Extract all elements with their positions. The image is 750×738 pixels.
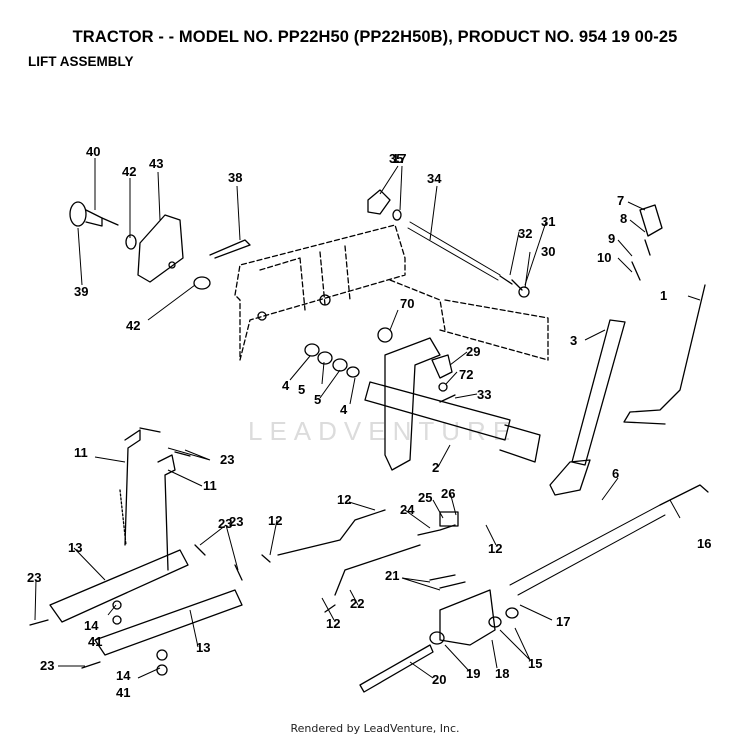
handle-rod-1 [623,284,706,425]
callout-label: 6 [612,466,619,481]
callout-label: 22 [350,596,364,611]
callout-label: 3 [570,333,577,348]
callout-label: 41 [116,685,130,700]
frame-outline [234,224,549,361]
callout-label: 10 [597,250,611,265]
callout-label: 23 [218,516,232,531]
callout-label: 14 [116,668,131,683]
callout-label: 21 [385,568,399,583]
threaded-rod-34 [407,221,501,281]
lift-shaft-2 [364,381,511,441]
callout-label: 4 [282,378,290,393]
callout-label: 4 [340,402,348,417]
callout-label: 26 [441,486,455,501]
callout-label: 31 [541,214,555,229]
callout-label: 18 [495,666,509,681]
grip-7 [639,204,663,237]
callout-label: 30 [541,244,555,259]
callout-label: 5 [314,392,321,407]
footer-credit: Rendered by LeadVenture, Inc. [290,722,460,735]
lift-arm-13-bottom [94,589,243,656]
link-rod-22 [334,544,421,596]
spring-16 [509,504,666,596]
callout-label: 5 [298,382,305,397]
bolt-20 [359,644,434,693]
callout-label: 42 [126,318,140,333]
lift-lever-3 [571,319,626,466]
link-rod-12 [277,509,386,556]
callout-label: 25 [418,490,432,505]
callout-label: 11 [203,478,217,493]
clip-38 [209,239,251,259]
callout-label: 23 [220,452,234,467]
callout-label: 35 [389,151,403,166]
cam-plate-43 [137,214,184,283]
callout-label: 23 [229,514,243,529]
callout-label: 1 [660,288,667,303]
callout-label: 24 [400,502,415,517]
callout-label: 17 [392,151,406,166]
callout-label: 20 [432,672,446,687]
callout-label: 39 [74,284,88,299]
washer-42-bottom [193,276,211,290]
page-title: TRACTOR - - MODEL NO. PP22H50 (PP22H50B)… [72,28,678,46]
callout-label: 13 [196,640,210,655]
knob-35 [367,189,391,215]
callout-label: 23 [27,570,41,585]
callout-labels: 1 2 3 4 4 5 5 6 7 8 9 10 11 11 12 12 12 … [27,144,711,700]
callout-label: 70 [400,296,414,311]
bracket-18 [439,589,496,646]
callout-label: 19 [466,666,480,681]
knob-39-40 [69,201,119,227]
callout-label: 15 [528,656,542,671]
callout-label: 16 [697,536,711,551]
callout-label: 23 [40,658,54,673]
lift-link-11-left [124,429,141,546]
callout-label: 2 [432,460,439,475]
callout-label: 9 [608,231,615,246]
callout-label: 7 [617,193,624,208]
callout-label: 34 [427,171,442,186]
callout-label: 43 [149,156,163,171]
callout-label: 12 [488,541,502,556]
section-title: LIFT ASSEMBLY [28,54,134,69]
callout-label: 12 [326,616,340,631]
lift-arm-13-top [49,549,189,623]
callout-label: 33 [477,387,491,402]
callout-label: 12 [268,513,282,528]
callout-label: 72 [459,367,473,382]
callout-label: 29 [466,344,480,359]
callout-label: 14 [84,618,99,633]
callout-label: 38 [228,170,242,185]
callout-label: 13 [68,540,82,555]
callout-label: 11 [74,445,88,460]
callout-label: 12 [337,492,351,507]
callout-label: 17 [556,614,570,629]
watermark: LEADVENTURE [248,416,517,446]
callout-label: 32 [518,226,532,241]
callout-label: 42 [122,164,136,179]
washer-42-top [125,234,137,250]
lift-link-11-right [157,454,176,571]
callout-label: 40 [86,144,100,159]
callout-label: 41 [88,634,102,649]
callout-label: 8 [620,211,627,226]
